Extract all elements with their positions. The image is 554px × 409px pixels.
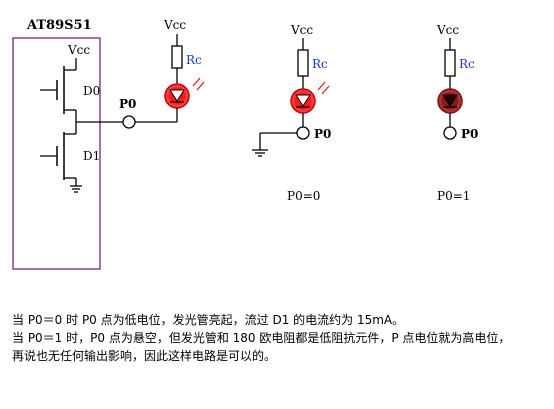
led-left-lit [164,83,190,109]
chip-label: AT89S51 [26,18,92,33]
state-label-high: P0=1 [437,189,470,203]
chip-outline [12,37,101,270]
p0-pin-right [443,126,457,140]
p0-pin [122,115,136,129]
led-right-off [437,88,463,114]
vcc-label-left: Vcc [163,18,186,32]
transistor-d0 [40,66,77,134]
rc-label-left: Rc [186,53,202,67]
light-emission-icon-left [192,77,205,91]
vcc-label-mid: Vcc [290,23,313,37]
d0-label: D0 [83,84,100,98]
rc-label-right: Rc [459,57,475,71]
p0-pin-mid [296,126,310,140]
resistor-rc-right [444,49,456,77]
caption-line-3: 再说也无任何输出影响，因此这样电路是可以的。 [12,349,277,363]
p0-label-left: P0 [119,97,136,111]
transistor-d1 [40,132,77,186]
led-mid-lit [290,88,316,114]
ground-symbol-mid [252,149,268,157]
p0-label-right: P0 [461,127,478,141]
resistor-rc-mid [297,49,309,77]
p0-label-mid: P0 [314,127,331,141]
circuit-diagram: AT89S51 Vcc D0 D1 P0 Vcc Rc [12,18,478,270]
state-label-low: P0=0 [287,189,320,203]
chip-ground-symbol [70,185,82,193]
caption-line-2: 当 P0＝1 时，P0 点为悬空，但发光管和 180 欧电阻都是低阻抗元件，P … [12,331,511,345]
light-emission-icon-mid [317,81,330,95]
vcc-label-right: Vcc [436,23,459,37]
rc-label-mid: Rc [312,57,328,71]
chip-vcc-label: Vcc [67,43,90,57]
caption-line-1: 当 P0＝0 时 P0 点为低电位，发光管亮起，流过 D1 的电流约为 15mA… [12,313,405,327]
d1-label: D1 [83,149,100,163]
resistor-rc-left [171,45,183,69]
